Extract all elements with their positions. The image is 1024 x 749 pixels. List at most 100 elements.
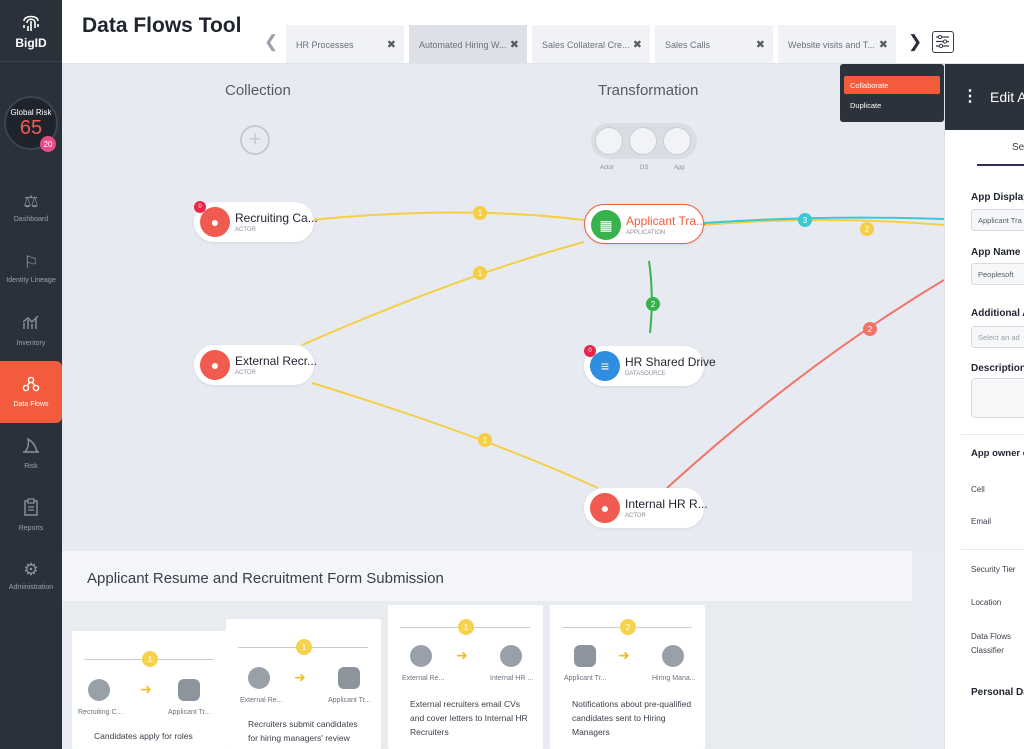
edge-applicant-out [703, 219, 944, 226]
tab-settings[interactable]: Se [1012, 142, 1024, 153]
description-textarea[interactable] [971, 378, 1024, 418]
flow-step[interactable]: 1 ➜ Recruiting C... Applicant Tr... Cand… [72, 631, 227, 749]
sidebar-item-inventory[interactable]: Inventory [0, 300, 62, 362]
node-internal-hr[interactable]: ● Internal HR R... ACTOR [584, 488, 708, 528]
security-tier-label: Security Tier [971, 565, 1016, 574]
risk-badge: 20 [40, 136, 56, 152]
sidebar: BigID 20 Global Risk 65 ⚖ Dashboard ⚐ Id… [0, 0, 62, 749]
additional-select[interactable]: Select an ad [971, 326, 1024, 348]
close-icon[interactable]: ✖ [878, 39, 888, 51]
sidebar-item-administration[interactable]: ⚙ Administration [0, 545, 62, 607]
node-name: Applicant Tra... [626, 214, 707, 228]
sidebar-item-dashboard[interactable]: ⚖ Dashboard [0, 177, 62, 239]
edge-label: 3 [803, 216, 808, 225]
step-description: Recruiters submit candidates for hiring … [248, 719, 358, 743]
tab-hr-processes[interactable]: HR Processes ✖ [286, 25, 404, 63]
settings-sliders-icon[interactable] [932, 31, 954, 53]
app-palette-icon[interactable] [663, 127, 691, 155]
arrow-right-icon: ➜ [294, 669, 306, 685]
app-display-input[interactable]: Applicant Tra [971, 209, 1024, 231]
description-label: Description [971, 363, 1024, 374]
kebab-menu-icon[interactable]: ⋮ [962, 88, 978, 105]
tab-label: Automated Hiring W... [419, 40, 507, 50]
cell-label: Cell [971, 485, 985, 494]
edit-app-panel: ⋮ Edit A Se App Display Applicant Tra Ap… [944, 64, 1024, 749]
node-type: ACTOR [235, 227, 256, 233]
gear-icon: ⚙ [23, 560, 39, 579]
sidebar-item-label: Dashboard [13, 216, 49, 223]
personal-data-label: Personal Da [971, 687, 1024, 698]
scale-icon: ⚖ [23, 192, 39, 211]
collection-title: Collection [225, 82, 291, 99]
tab-scroll-right-icon[interactable]: ❯ [908, 32, 923, 51]
divider [961, 434, 1024, 435]
menu-item-collaborate[interactable]: Collaborate [844, 76, 940, 94]
flow-canvas[interactable]: Collection Transformation + Actor DS App… [62, 65, 944, 551]
app-name-input[interactable]: Peoplesoft [971, 263, 1024, 285]
app-icon [178, 679, 200, 701]
datasource-palette-icon[interactable] [629, 127, 657, 155]
step-number: 1 [458, 619, 474, 635]
tab-indicator [977, 164, 1024, 166]
sidebar-item-data-flows[interactable]: Data Flows [0, 361, 62, 423]
flow-icon [22, 376, 40, 396]
sidebar-item-label: Inventory [16, 340, 46, 347]
sidebar-item-label: Identity Lineage [6, 277, 56, 284]
edge-label: 1 [478, 209, 483, 218]
header: Data Flows Tool ❮ HR Processes ✖ Automat… [62, 0, 1024, 64]
risk-label: Global Risk [10, 107, 52, 117]
flow-step[interactable]: 1 ➜ External Re... Applicant Tr... Recru… [226, 619, 381, 749]
sidebar-item-label: Administration [8, 584, 54, 591]
edge-label-dot [863, 322, 877, 336]
node-name: HR Shared Drive [625, 355, 716, 369]
actor-palette-icon[interactable] [595, 127, 623, 155]
database-icon: ≡ [590, 351, 620, 381]
step-from: External Re... [240, 697, 283, 704]
logo-text: BigID [15, 36, 47, 50]
menu-item-duplicate[interactable]: Duplicate [850, 101, 882, 110]
edge-external-internal [311, 382, 599, 489]
add-node-button[interactable]: + [240, 125, 270, 155]
close-icon[interactable]: ✖ [386, 39, 396, 51]
step-number: 1 [296, 639, 312, 655]
edge-label-dot [798, 213, 812, 227]
flow-step[interactable]: 1 ➜ External Re... Internal HR ... Exter… [388, 605, 543, 749]
close-icon[interactable]: ✖ [509, 39, 519, 51]
tab-website-visits[interactable]: Website visits and T... ✖ [778, 25, 896, 63]
node-external-recruiter[interactable]: ● External Recr... ACTOR [194, 345, 317, 385]
person-icon [88, 679, 110, 701]
sidebar-item-reports[interactable]: Reports [0, 484, 62, 546]
tab-sales-calls[interactable]: Sales Calls ✖ [655, 25, 773, 63]
sidebar-item-identity-lineage[interactable]: ⚐ Identity Lineage [0, 238, 62, 300]
arrow-right-icon: ➜ [456, 647, 468, 663]
divider [961, 549, 1024, 550]
edge-recruiting-applicant [311, 211, 585, 221]
tab-automated-hiring[interactable]: Automated Hiring W... ✖ [409, 25, 527, 63]
owner-label: App owner c [971, 448, 1024, 459]
step-to: Applicant Tr... [328, 697, 371, 704]
node-badge: 0 [584, 345, 596, 357]
node-type: ACTOR [625, 513, 646, 519]
logo[interactable]: BigID [0, 0, 62, 62]
tab-scroll-left-icon[interactable]: ❮ [264, 32, 279, 51]
node-recruiting[interactable]: ● 0 Recruiting Ca... ACTOR [194, 201, 318, 242]
node-applicant-tracking[interactable]: ▦ Applicant Tra... APPLICATION [584, 204, 707, 244]
close-icon[interactable]: ✖ [632, 39, 642, 51]
tab-label: HR Processes [296, 40, 354, 50]
email-label: Email [971, 517, 992, 526]
flow-title: Applicant Resume and Recruitment Form Su… [87, 570, 444, 587]
edge-label: 1 [483, 436, 488, 445]
close-icon[interactable]: ✖ [755, 39, 765, 51]
node-badge: 0 [194, 201, 206, 213]
flow-step[interactable]: 2 ➜ Applicant Tr... Hiring Mana... Notif… [550, 605, 705, 749]
person-icon: ● [200, 207, 230, 237]
tab-label: Website visits and T... [788, 40, 875, 50]
node-hr-shared-drive[interactable]: ≡ 0 HR Shared Drive DATASOURCE [584, 345, 716, 386]
step-number: 1 [142, 651, 158, 667]
global-risk[interactable]: 20 Global Risk 65 [0, 62, 62, 160]
tab-sales-collateral[interactable]: Sales Collateral Cre... ✖ [532, 25, 650, 63]
sidebar-item-risk[interactable]: Risk [0, 423, 62, 485]
step-number: 2 [620, 619, 636, 635]
app-icon [338, 667, 360, 689]
additional-label: Additional A [971, 308, 1024, 319]
